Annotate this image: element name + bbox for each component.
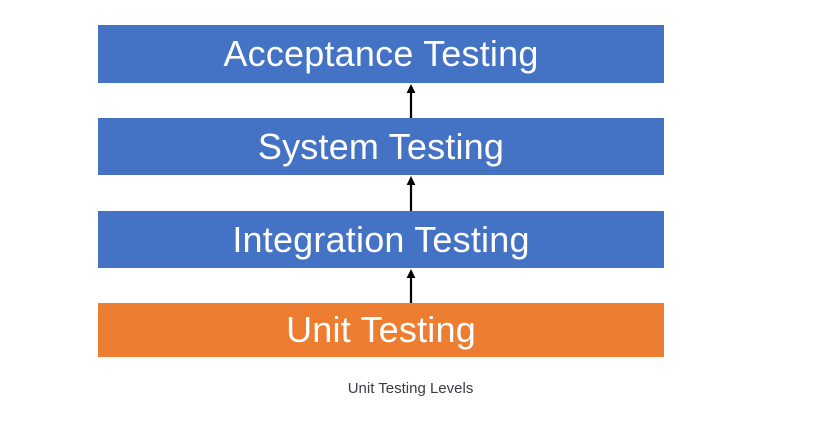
- arrow-integration-to-system: [0, 175, 821, 211]
- level-box-system-testing[interactable]: System Testing: [98, 118, 664, 175]
- diagram-caption: Unit Testing Levels: [347, 380, 474, 397]
- arrow-unit-to-integration: [0, 83, 821, 118]
- arrow-up-icon: [406, 84, 415, 118]
- level-label-integration-testing: Integration Testing: [232, 218, 530, 260]
- level-label-unit-testing: Unit Testing: [286, 309, 476, 350]
- level-box-integration-testing[interactable]: Integration Testing: [98, 211, 664, 268]
- level-box-acceptance-testing[interactable]: Acceptance Testing: [98, 25, 664, 83]
- arrow-up-icon: [406, 176, 415, 211]
- arrow-up-icon: [406, 269, 415, 303]
- level-label-acceptance-testing: Acceptance Testing: [223, 33, 539, 74]
- level-box-unit-testing[interactable]: Unit Testing: [98, 303, 664, 357]
- arrow-system-to-acceptance: [0, 268, 821, 303]
- level-label-system-testing: System Testing: [257, 125, 505, 167]
